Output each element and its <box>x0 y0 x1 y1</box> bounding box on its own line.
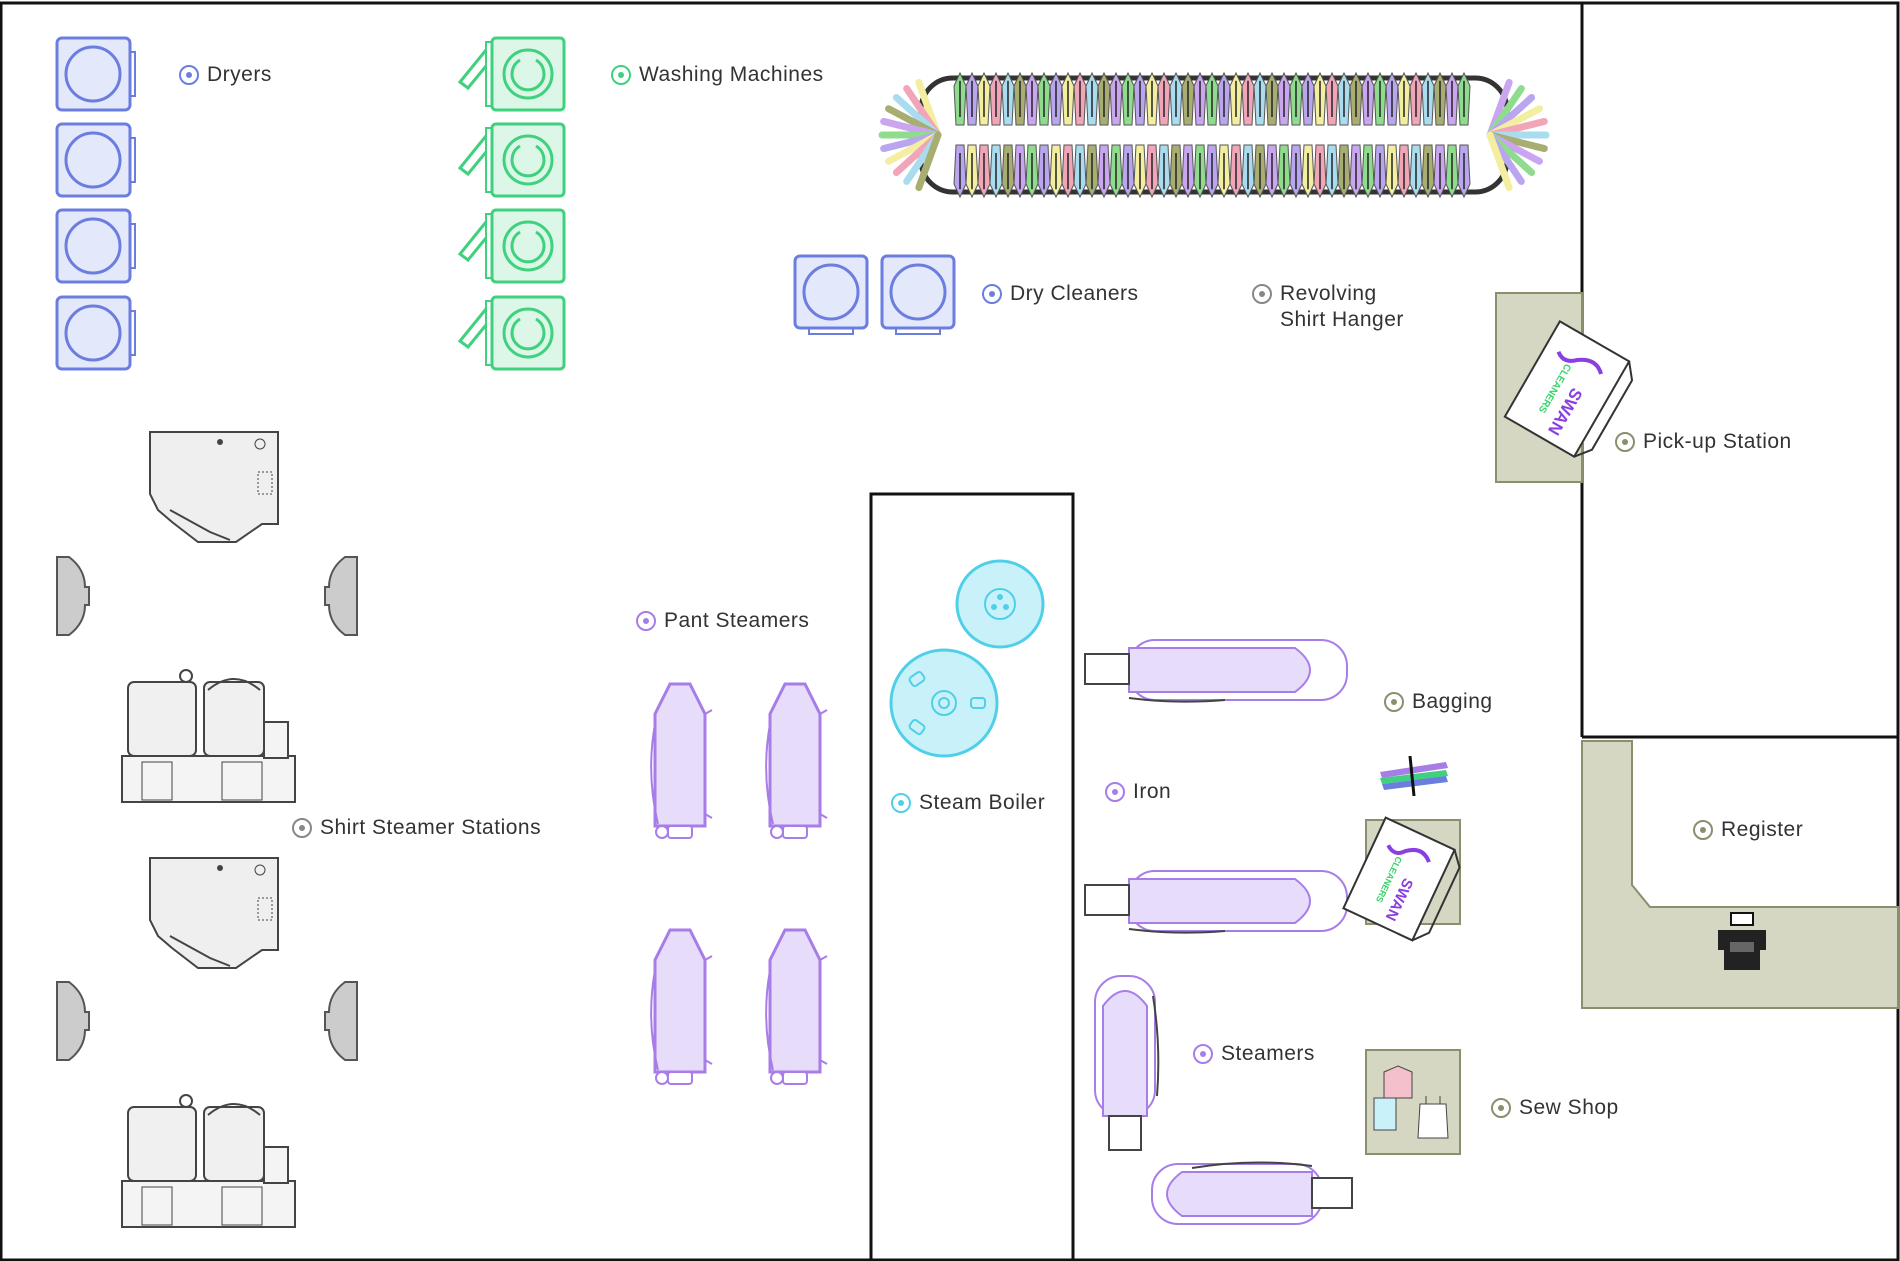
steamers-text: Steamers <box>1221 1042 1315 1065</box>
dry-cleaners-group <box>793 254 956 335</box>
bagging-group: SWAN CLEANERS <box>1342 755 1461 942</box>
washing-machines-text: Washing Machines <box>639 63 824 86</box>
pickup-counter: SWAN CLEANERS <box>1495 292 1634 483</box>
dry-cleaners-marker-icon <box>982 284 1002 304</box>
steamers-label: Steamers <box>1193 1041 1315 1067</box>
steam-boiler-text: Steam Boiler <box>919 791 1046 814</box>
dry-cleaners-label: Dry Cleaners <box>982 281 1139 307</box>
dryers-marker-icon <box>179 65 199 85</box>
washing-machines-label: Washing Machines <box>611 62 824 88</box>
sew-shop-label: Sew Shop <box>1491 1095 1619 1121</box>
boiler-room-wall <box>869 492 1075 1261</box>
pant-steamers-marker-icon <box>636 611 656 631</box>
register-counter <box>1581 740 1899 1009</box>
shirt-steamer-stations-marker-icon <box>292 818 312 838</box>
steam-boiler-label: Steam Boiler <box>891 790 1045 816</box>
steam-boiler-marker-icon <box>891 793 911 813</box>
revolving-line1-text: Revolving <box>1280 282 1377 305</box>
revolving-shirt-hanger <box>878 71 1550 199</box>
sew-shop-marker-icon <box>1491 1098 1511 1118</box>
washing-machines-marker-icon <box>611 65 631 85</box>
shirt-hanger-item <box>1486 131 1513 192</box>
revolving-shirt-hanger-marker-icon <box>1252 284 1272 304</box>
irons-group <box>1084 639 1353 1225</box>
sew-shop-group <box>1365 1049 1461 1155</box>
pant-steamers-text: Pant Steamers <box>664 609 810 632</box>
iron-label: Iron <box>1105 779 1171 805</box>
shirt-steamer-stations-label: Shirt Steamer Stations <box>292 815 541 841</box>
pant-steamers-label: Pant Steamers <box>636 608 809 634</box>
iron-marker-icon <box>1105 782 1125 802</box>
register-marker-icon <box>1693 820 1713 840</box>
pant-steamers-group <box>650 682 828 1085</box>
steam-boiler-group <box>889 559 1045 758</box>
pickup-station-label: Pick-up Station <box>1615 429 1792 455</box>
register-text: Register <box>1721 818 1804 841</box>
dryers-text: Dryers <box>207 63 272 86</box>
washing-machines-group <box>457 36 566 371</box>
revolving-shirt-hanger-label: Revolving Shirt Hanger <box>1252 281 1404 333</box>
bagging-text: Bagging <box>1412 690 1493 713</box>
sew-shop-text: Sew Shop <box>1519 1096 1619 1119</box>
dryers-group <box>55 36 136 371</box>
dryers-label: Dryers <box>179 62 272 88</box>
pickup-station-text: Pick-up Station <box>1643 430 1792 453</box>
bagging-label: Bagging <box>1384 689 1493 715</box>
shirt-steamer-stations <box>56 431 358 1228</box>
iron-text: Iron <box>1133 780 1172 803</box>
pickup-station-marker-icon <box>1615 432 1635 452</box>
shirt-steamer-stations-text: Shirt Steamer Stations <box>320 816 542 839</box>
dry-cleaners-text: Dry Cleaners <box>1010 282 1139 305</box>
shirt-hanger-item <box>915 131 942 192</box>
register-label: Register <box>1693 817 1803 843</box>
steamers-marker-icon <box>1193 1044 1213 1064</box>
bagging-marker-icon <box>1384 692 1404 712</box>
revolving-line2-text: Shirt Hanger <box>1280 308 1404 331</box>
